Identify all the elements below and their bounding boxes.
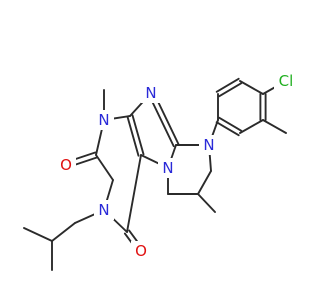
double-bond-c13-c12 (218, 82, 243, 98)
single-bond-c7-me7 (197, 193, 216, 213)
double-bond-c15-c14 (218, 116, 243, 132)
double-bond-c13-c12 (215, 77, 240, 93)
single-bond-c4-c4b (126, 154, 142, 233)
single-bond-c16-me16 (262, 119, 287, 134)
double-bond-c15-c14 (215, 121, 240, 137)
molecule-structure-diagram: N N N N O N O Cl (23, 71, 298, 271)
atom-n1-methyl: N (98, 111, 109, 129)
atom-n9-aryl: N (203, 136, 214, 154)
single-bond-c16-c15 (239, 119, 264, 134)
atom-n-bridgehead: N (162, 159, 173, 177)
single-bond-c2-c3 (95, 154, 114, 181)
atom-o-c4: O (135, 242, 147, 260)
atom-o-c2: O (60, 156, 72, 174)
single-bond-c22-me22a (23, 227, 53, 242)
single-bond-c8-c7 (197, 170, 212, 195)
single-bond-c12-c17 (239, 80, 264, 95)
atom-label-layer: N N N N O N O Cl (56, 71, 298, 261)
double-bond-c5-c4 (126, 115, 140, 157)
single-bond-c21-c22 (51, 222, 76, 242)
atom-chlorine: Cl (279, 72, 294, 90)
atom-n3-isobutyl: N (98, 201, 109, 219)
double-bond-c5-c4 (131, 114, 145, 156)
atom-n-imidazole: N (145, 84, 156, 102)
